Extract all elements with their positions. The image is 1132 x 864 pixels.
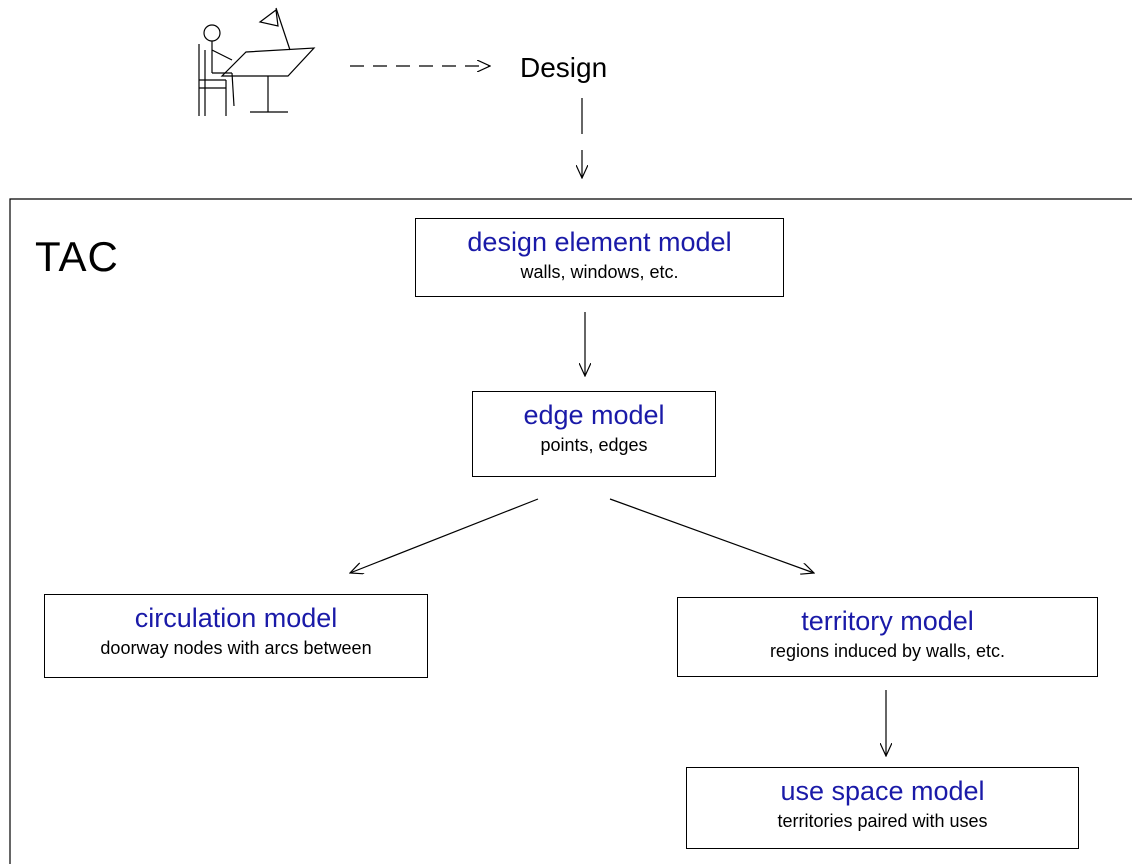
edge-model-subtitle: points, edges: [540, 435, 648, 455]
use-space-model-title: use space model: [780, 776, 985, 806]
territory-model-subtitle: regions induced by walls, etc.: [769, 641, 1006, 661]
design-element-model-box: design element model walls, windows, etc…: [415, 218, 784, 297]
use-space-model-box: use space model territories paired with …: [686, 767, 1079, 849]
edge-model-title: edge model: [523, 400, 665, 430]
use-space-model-subtitle: territories paired with uses: [777, 811, 988, 831]
territory-model-box: territory model regions induced by walls…: [677, 597, 1098, 677]
tac-container: [9, 198, 1132, 864]
tac-label: TAC: [35, 233, 119, 280]
circulation-model-title: circulation model: [134, 603, 338, 633]
design-element-model-title: design element model: [467, 227, 732, 257]
edge-to-territory-arrow: [609, 498, 814, 573]
circulation-model-subtitle: doorway nodes with arcs between: [100, 638, 372, 658]
circulation-model-box: circulation model doorway nodes with arc…: [44, 594, 428, 678]
edge-to-circulation-arrow: [350, 498, 539, 573]
design-label: Design: [520, 52, 608, 83]
edge-model-box: edge model points, edges: [472, 391, 716, 477]
territory-model-title: territory model: [801, 606, 974, 636]
design-element-model-subtitle: walls, windows, etc.: [520, 262, 679, 282]
designer-at-drafting-table-icon: [198, 7, 316, 116]
